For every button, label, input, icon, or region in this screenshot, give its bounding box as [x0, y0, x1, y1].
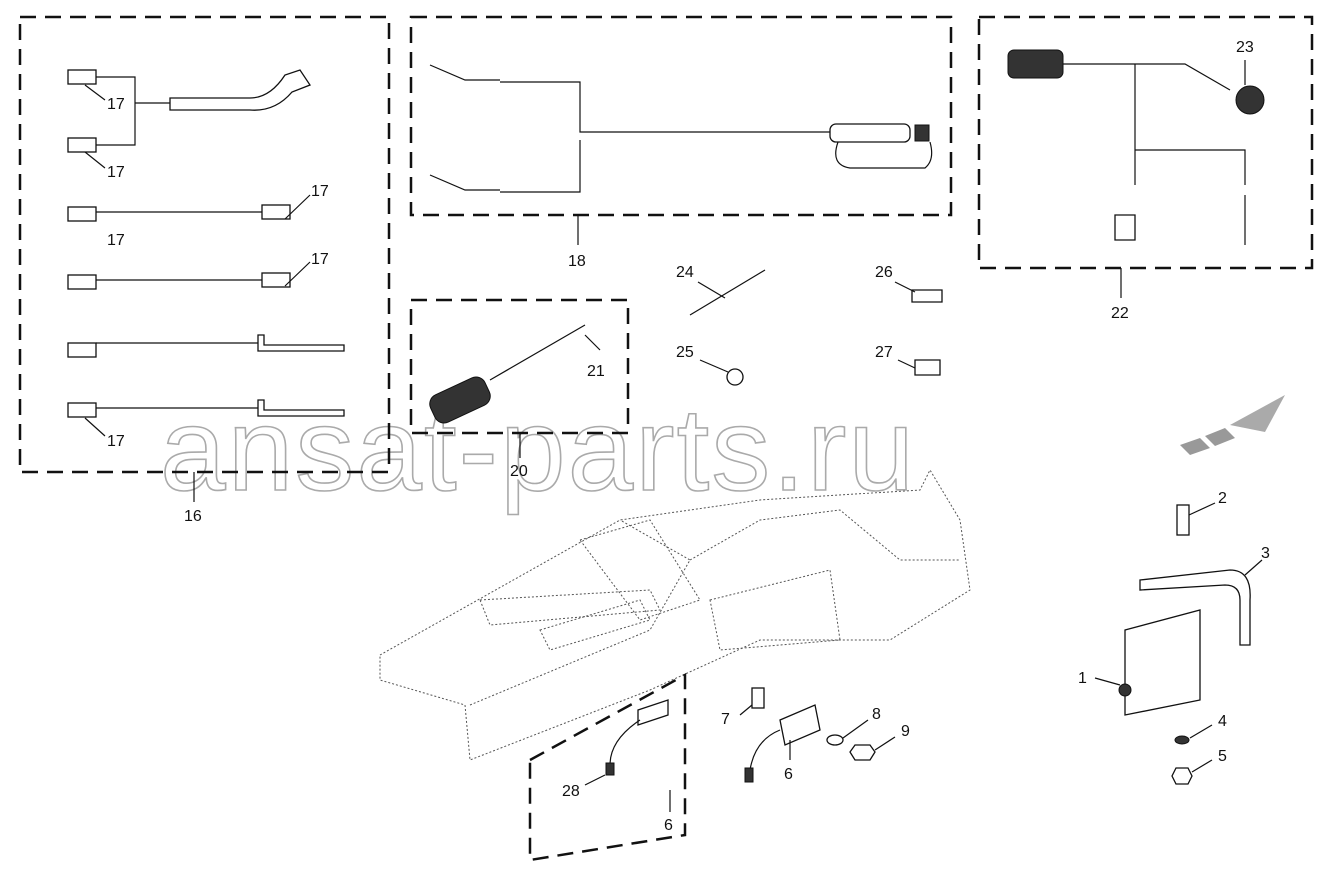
callout-27: 27 — [875, 344, 893, 361]
cable-20 — [429, 324, 601, 458]
callout-6: 6 — [664, 817, 673, 834]
callout-3: 3 — [1261, 545, 1270, 562]
arrow-watermark-icon — [1180, 395, 1285, 455]
callout-5: 5 — [1218, 748, 1227, 765]
callout-17: 17 — [311, 251, 329, 268]
harness-22 — [1007, 49, 1265, 298]
callout-28: 28 — [562, 783, 580, 800]
callout-23: 23 — [1236, 39, 1254, 56]
callout-labels: 17 17 17 17 17 17 16 18 20 21 22 23 24 2… — [107, 39, 1270, 834]
callout-7: 7 — [721, 711, 730, 728]
plate-box-6 — [528, 672, 687, 862]
harness-18 — [429, 64, 933, 245]
callout-26: 26 — [875, 264, 893, 281]
callout-16: 16 — [184, 508, 202, 525]
callout-1: 1 — [1078, 670, 1087, 687]
callout-6: 6 — [784, 766, 793, 783]
callout-8: 8 — [872, 706, 881, 723]
vehicle-frame — [379, 468, 971, 761]
kit-box-16 — [18, 15, 391, 474]
terminal-kit — [67, 69, 345, 502]
ground-strap — [584, 687, 896, 812]
callout-20: 20 — [510, 463, 528, 480]
callout-22: 22 — [1111, 305, 1129, 322]
ecu-assembly — [1094, 502, 1263, 785]
callout-25: 25 — [676, 344, 694, 361]
callout-17: 17 — [107, 96, 125, 113]
harness-box-22 — [977, 15, 1314, 270]
callout-18: 18 — [568, 253, 586, 270]
watermark-text: ansat-parts.ru — [160, 384, 916, 516]
callout-9: 9 — [901, 723, 910, 740]
callout-17: 17 — [107, 164, 125, 181]
loose-parts — [689, 269, 943, 386]
callout-17: 17 — [107, 433, 125, 450]
callout-24: 24 — [676, 264, 694, 281]
callout-21: 21 — [587, 363, 605, 380]
harness-box-18 — [409, 15, 953, 217]
callout-17: 17 — [311, 183, 329, 200]
callout-2: 2 — [1218, 490, 1227, 507]
callout-17: 17 — [107, 232, 125, 249]
callout-4: 4 — [1218, 713, 1227, 730]
